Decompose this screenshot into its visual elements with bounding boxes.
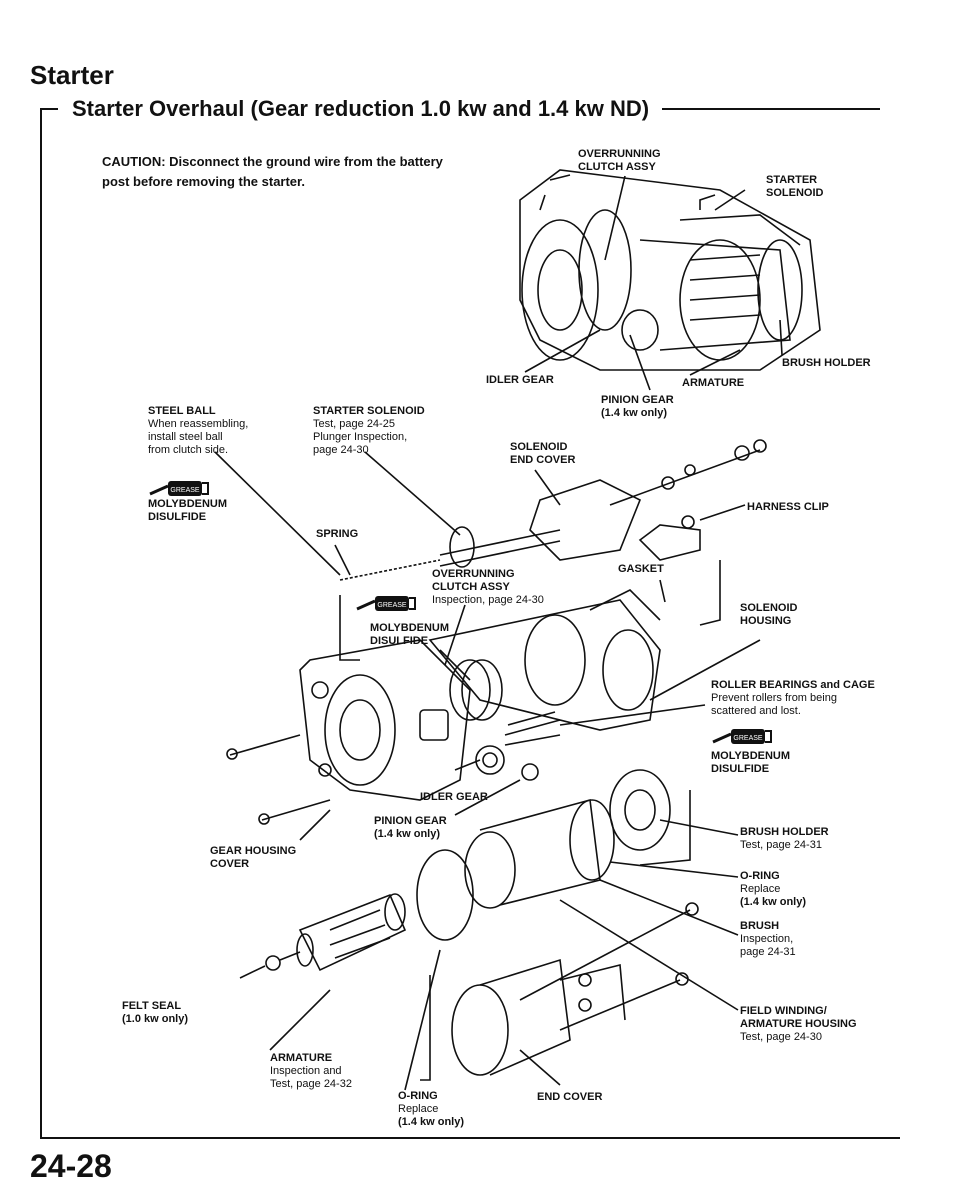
label-field-winding: FIELD WINDING/ ARMATURE HOUSING Test, pa… [740, 1005, 857, 1043]
label-gasket: GASKET [618, 563, 664, 575]
label-harness-clip: HARNESS CLIP [747, 501, 829, 513]
label-idler-gear-top: IDLER GEAR [486, 374, 554, 386]
o-ring-illustration [416, 849, 474, 941]
svg-text:GREASE: GREASE [733, 735, 763, 742]
solenoid-housing-illustration [428, 589, 661, 731]
grease-icon: GREASE [148, 478, 220, 500]
label-idler-gear-mid: IDLER GEAR [420, 791, 488, 803]
label-roller-bearings: ROLLER BEARINGS and CAGE Prevent rollers… [711, 679, 875, 717]
field-winding-housing-illustration [464, 798, 615, 909]
svg-text:GREASE: GREASE [170, 487, 200, 494]
page-number: 24-28 [30, 1148, 112, 1184]
label-pinion-gear-mid: PINION GEAR(1.4 kw only) [374, 815, 447, 840]
label-steel-ball: STEEL BALL When reassembling, install st… [148, 405, 249, 456]
overrunning-clutch-illustration [419, 659, 503, 741]
label-brush-holder-mid: BRUSH HOLDER Test, page 24-31 [740, 826, 829, 851]
brush-holder-illustration [609, 769, 671, 851]
section-title: Starter [30, 60, 114, 90]
grease-icon: GREASE [355, 593, 427, 615]
end-cover-illustration [451, 958, 626, 1076]
label-o-ring-right: O-RING Replace (1.4 kw only) [740, 870, 807, 908]
title-rule-left [40, 108, 58, 110]
gear-housing-illustration [299, 639, 471, 801]
label-felt-seal: FELT SEAL(1.0 kw only) [122, 1000, 189, 1025]
label-armature-top: ARMATURE [682, 377, 745, 389]
label-overrunning-clutch-mid: OVERRUNNING CLUTCH ASSY Inspection, page… [432, 568, 544, 606]
label-brush: BRUSH Inspection, page 24-31 [740, 920, 796, 958]
assembled-starter-illustration [519, 169, 821, 371]
label-brush-holder-top: BRUSH HOLDER [782, 357, 871, 369]
frame-left-rule [40, 108, 42, 1138]
label-spring: SPRING [316, 528, 359, 540]
armature-illustration [239, 893, 407, 979]
label-armature-bottom: ARMATURE Inspection and Test, page 24-32 [270, 1052, 352, 1090]
svg-text:GREASE: GREASE [377, 602, 407, 609]
label-o-ring-bottom: O-RING Replace (1.4 kw only) [398, 1090, 465, 1128]
page-title: Starter Overhaul (Gear reduction 1.0 kw … [72, 96, 650, 121]
caution-note: CAUTION: Disconnect the ground wire from… [102, 154, 443, 189]
title-rule-right [662, 108, 880, 110]
label-pinion-gear-top: PINION GEAR(1.4 kw only) [601, 394, 674, 419]
label-starter-solenoid: STARTER SOLENOID Test, page 24-25 Plunge… [313, 405, 425, 456]
label-end-cover: END COVER [537, 1091, 603, 1103]
frame-bottom-rule [40, 1137, 900, 1139]
grease-icon: GREASE [711, 726, 783, 748]
